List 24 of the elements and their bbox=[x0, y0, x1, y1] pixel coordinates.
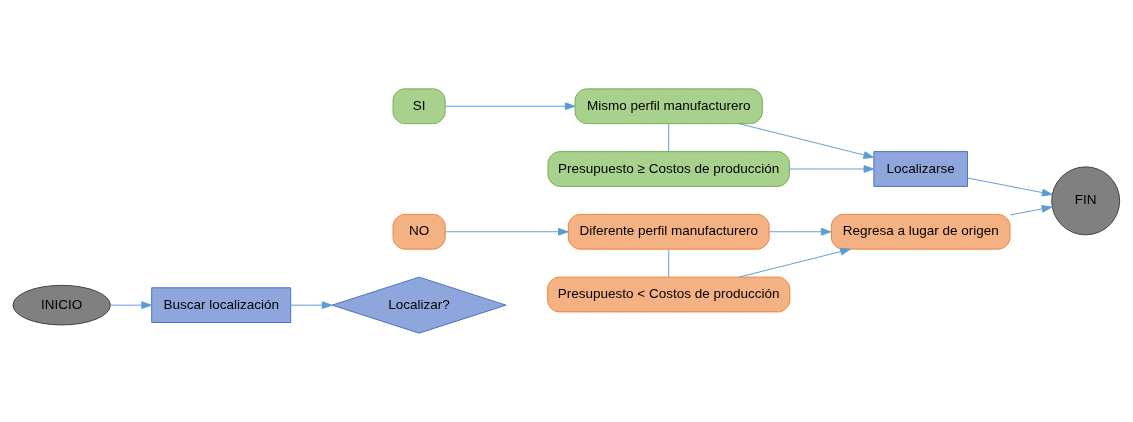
node-diamond: Localizar? bbox=[331, 276, 507, 334]
node-box: Mismo perfil manufacturero bbox=[574, 88, 763, 125]
node-ellipse: INICIO bbox=[12, 284, 111, 326]
connector bbox=[668, 249, 670, 278]
arrow bbox=[290, 301, 333, 309]
node-box: SI bbox=[392, 88, 446, 125]
connector bbox=[668, 123, 670, 153]
node-box: Regresa a lugar de origen bbox=[830, 213, 1011, 250]
arrow bbox=[109, 301, 152, 309]
arrow bbox=[1009, 205, 1053, 216]
node-box: Buscar localización bbox=[151, 287, 292, 323]
arrow bbox=[444, 227, 569, 236]
node-box: NO bbox=[392, 213, 446, 250]
node-box: Presupuesto ≥ Costos de producción bbox=[547, 151, 790, 187]
arrow bbox=[789, 165, 875, 173]
node-box: Localizarse bbox=[873, 151, 968, 187]
node-box: Diferente perfil manufacturero bbox=[567, 213, 770, 250]
node-circle: FIN bbox=[1051, 166, 1121, 236]
arrow bbox=[738, 247, 851, 278]
arrow bbox=[738, 123, 875, 159]
arrow bbox=[444, 102, 576, 111]
node-box: Presupuesto < Costos de producción bbox=[547, 276, 791, 313]
arrow bbox=[768, 227, 832, 236]
arrow bbox=[967, 177, 1053, 197]
